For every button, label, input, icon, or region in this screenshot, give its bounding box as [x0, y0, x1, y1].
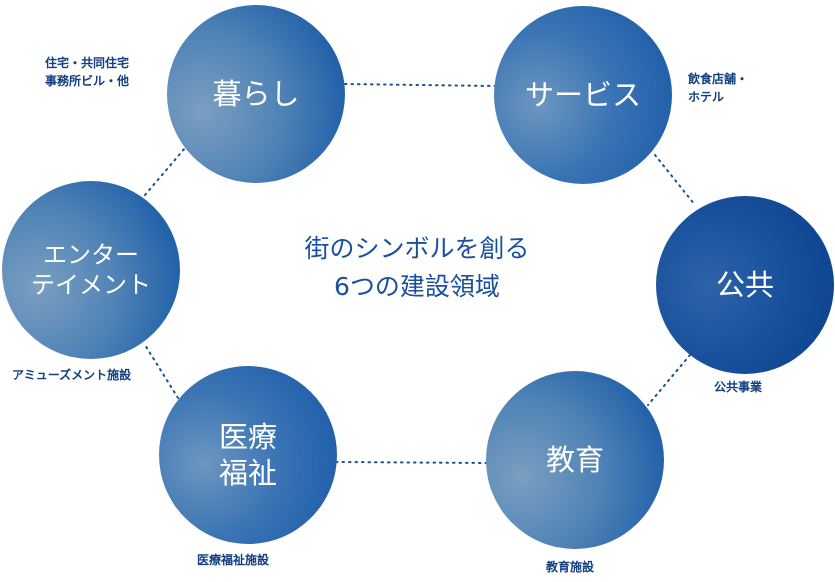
connector-living-service [344, 83, 496, 87]
domain-entertainment-label-1: エンター [43, 241, 139, 269]
connector-public-education [647, 354, 691, 406]
caption-living-2: 事務所ビル・他 [45, 74, 130, 88]
center-title: 街のシンボルを創る 6つの建設領域 [262, 230, 572, 306]
domain-service[interactable]: サービス [494, 6, 672, 184]
connector-service-public [654, 154, 696, 206]
connector-education-medical [336, 461, 488, 464]
domain-entertainment[interactable]: エンターテイメント [2, 181, 180, 359]
caption-living: 住宅・共同住宅 事務所ビル・他 [45, 54, 129, 90]
center-title-line1: 街のシンボルを創る [304, 234, 530, 263]
domain-public[interactable]: 公共 [656, 196, 834, 374]
domain-education[interactable]: 教育 [486, 371, 664, 549]
connector-medical-entertainment [144, 344, 179, 399]
caption-entertainment: アミューズメント施設 [12, 368, 132, 382]
domain-medical[interactable]: 医療福祉 [159, 366, 337, 544]
domain-education-label: 教育 [545, 442, 604, 477]
domain-medical-label-2: 福祉 [218, 456, 277, 490]
domain-living[interactable]: 暮らし [167, 5, 345, 183]
caption-public: 公共事業 [714, 380, 763, 394]
domain-service-label: サービス [524, 77, 641, 112]
connector-entertainment-living [144, 147, 186, 196]
caption-service-2: ホテル [688, 90, 725, 104]
center-title-line2: 6つの建設領域 [334, 272, 500, 301]
caption-service: 飲食店舗・ ホテル [688, 70, 748, 106]
domain-public-label: 公共 [715, 267, 774, 302]
domain-living-label: 暮らし [212, 76, 300, 111]
caption-service-1: 飲食店舗・ [688, 72, 749, 86]
caption-medical: 医療福祉施設 [197, 553, 270, 567]
domain-entertainment-label-2: テイメント [31, 271, 151, 299]
caption-education: 教育施設 [546, 560, 595, 574]
caption-living-1: 住宅・共同住宅 [45, 56, 130, 70]
domain-medical-label-1: 医療 [218, 419, 277, 454]
